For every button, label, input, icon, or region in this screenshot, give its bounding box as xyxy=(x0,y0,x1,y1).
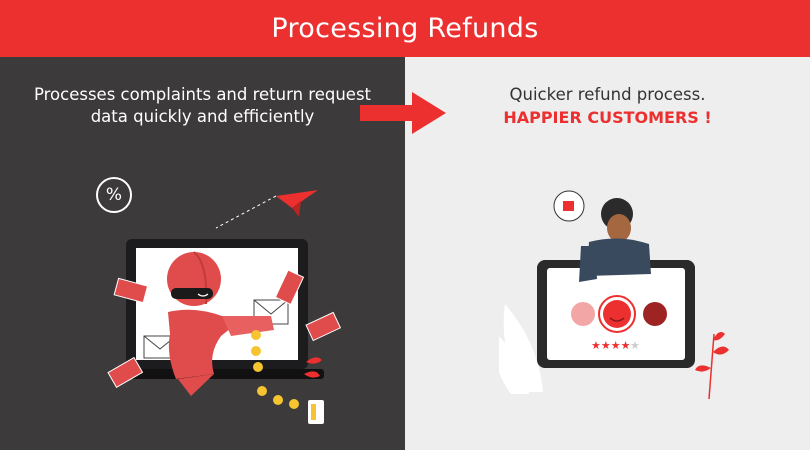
right-panel: Quicker refund process. HAPPIER CUSTOMER… xyxy=(405,57,810,450)
coin-icon xyxy=(251,330,299,409)
left-caption-line1: Processes complaints and return request xyxy=(33,85,372,104)
right-caption-line1: Quicker refund process. xyxy=(509,85,706,104)
left-caption-line2: data quickly and efficiently xyxy=(90,107,315,126)
laptop-icon xyxy=(110,239,324,379)
plant-icon xyxy=(304,357,322,378)
left-panel: Processes complaints and return request … xyxy=(0,57,405,450)
robot-laptop-illustration xyxy=(107,190,342,424)
star-icon: ★★★★ ★ xyxy=(591,339,640,352)
emoji-face-icon xyxy=(571,295,667,333)
header-banner: Processing Refunds xyxy=(0,0,810,57)
paper-plane-icon xyxy=(215,190,318,229)
percent-symbol: % xyxy=(105,185,123,205)
card-icon xyxy=(308,400,324,424)
left-caption: Processes complaints and return request … xyxy=(15,84,390,128)
money-bill-icon xyxy=(107,269,342,388)
arrow-right-icon xyxy=(360,92,446,134)
thumbs-up-icon xyxy=(553,190,585,222)
right-caption-line2: HAPPIER CUSTOMERS ! xyxy=(503,108,712,127)
robot-icon xyxy=(167,251,274,396)
plant-icon xyxy=(499,304,729,400)
page-title: Processing Refunds xyxy=(271,13,539,44)
svg-text:★★★★: ★★★★ xyxy=(591,339,631,352)
right-caption: Quicker refund process. HAPPIER CUSTOMER… xyxy=(480,83,735,129)
person-icon xyxy=(579,198,651,282)
tablet-illustration: ★★★★ ★ xyxy=(499,190,729,400)
svg-text:★: ★ xyxy=(630,339,640,352)
percent-icon: % xyxy=(96,177,132,213)
